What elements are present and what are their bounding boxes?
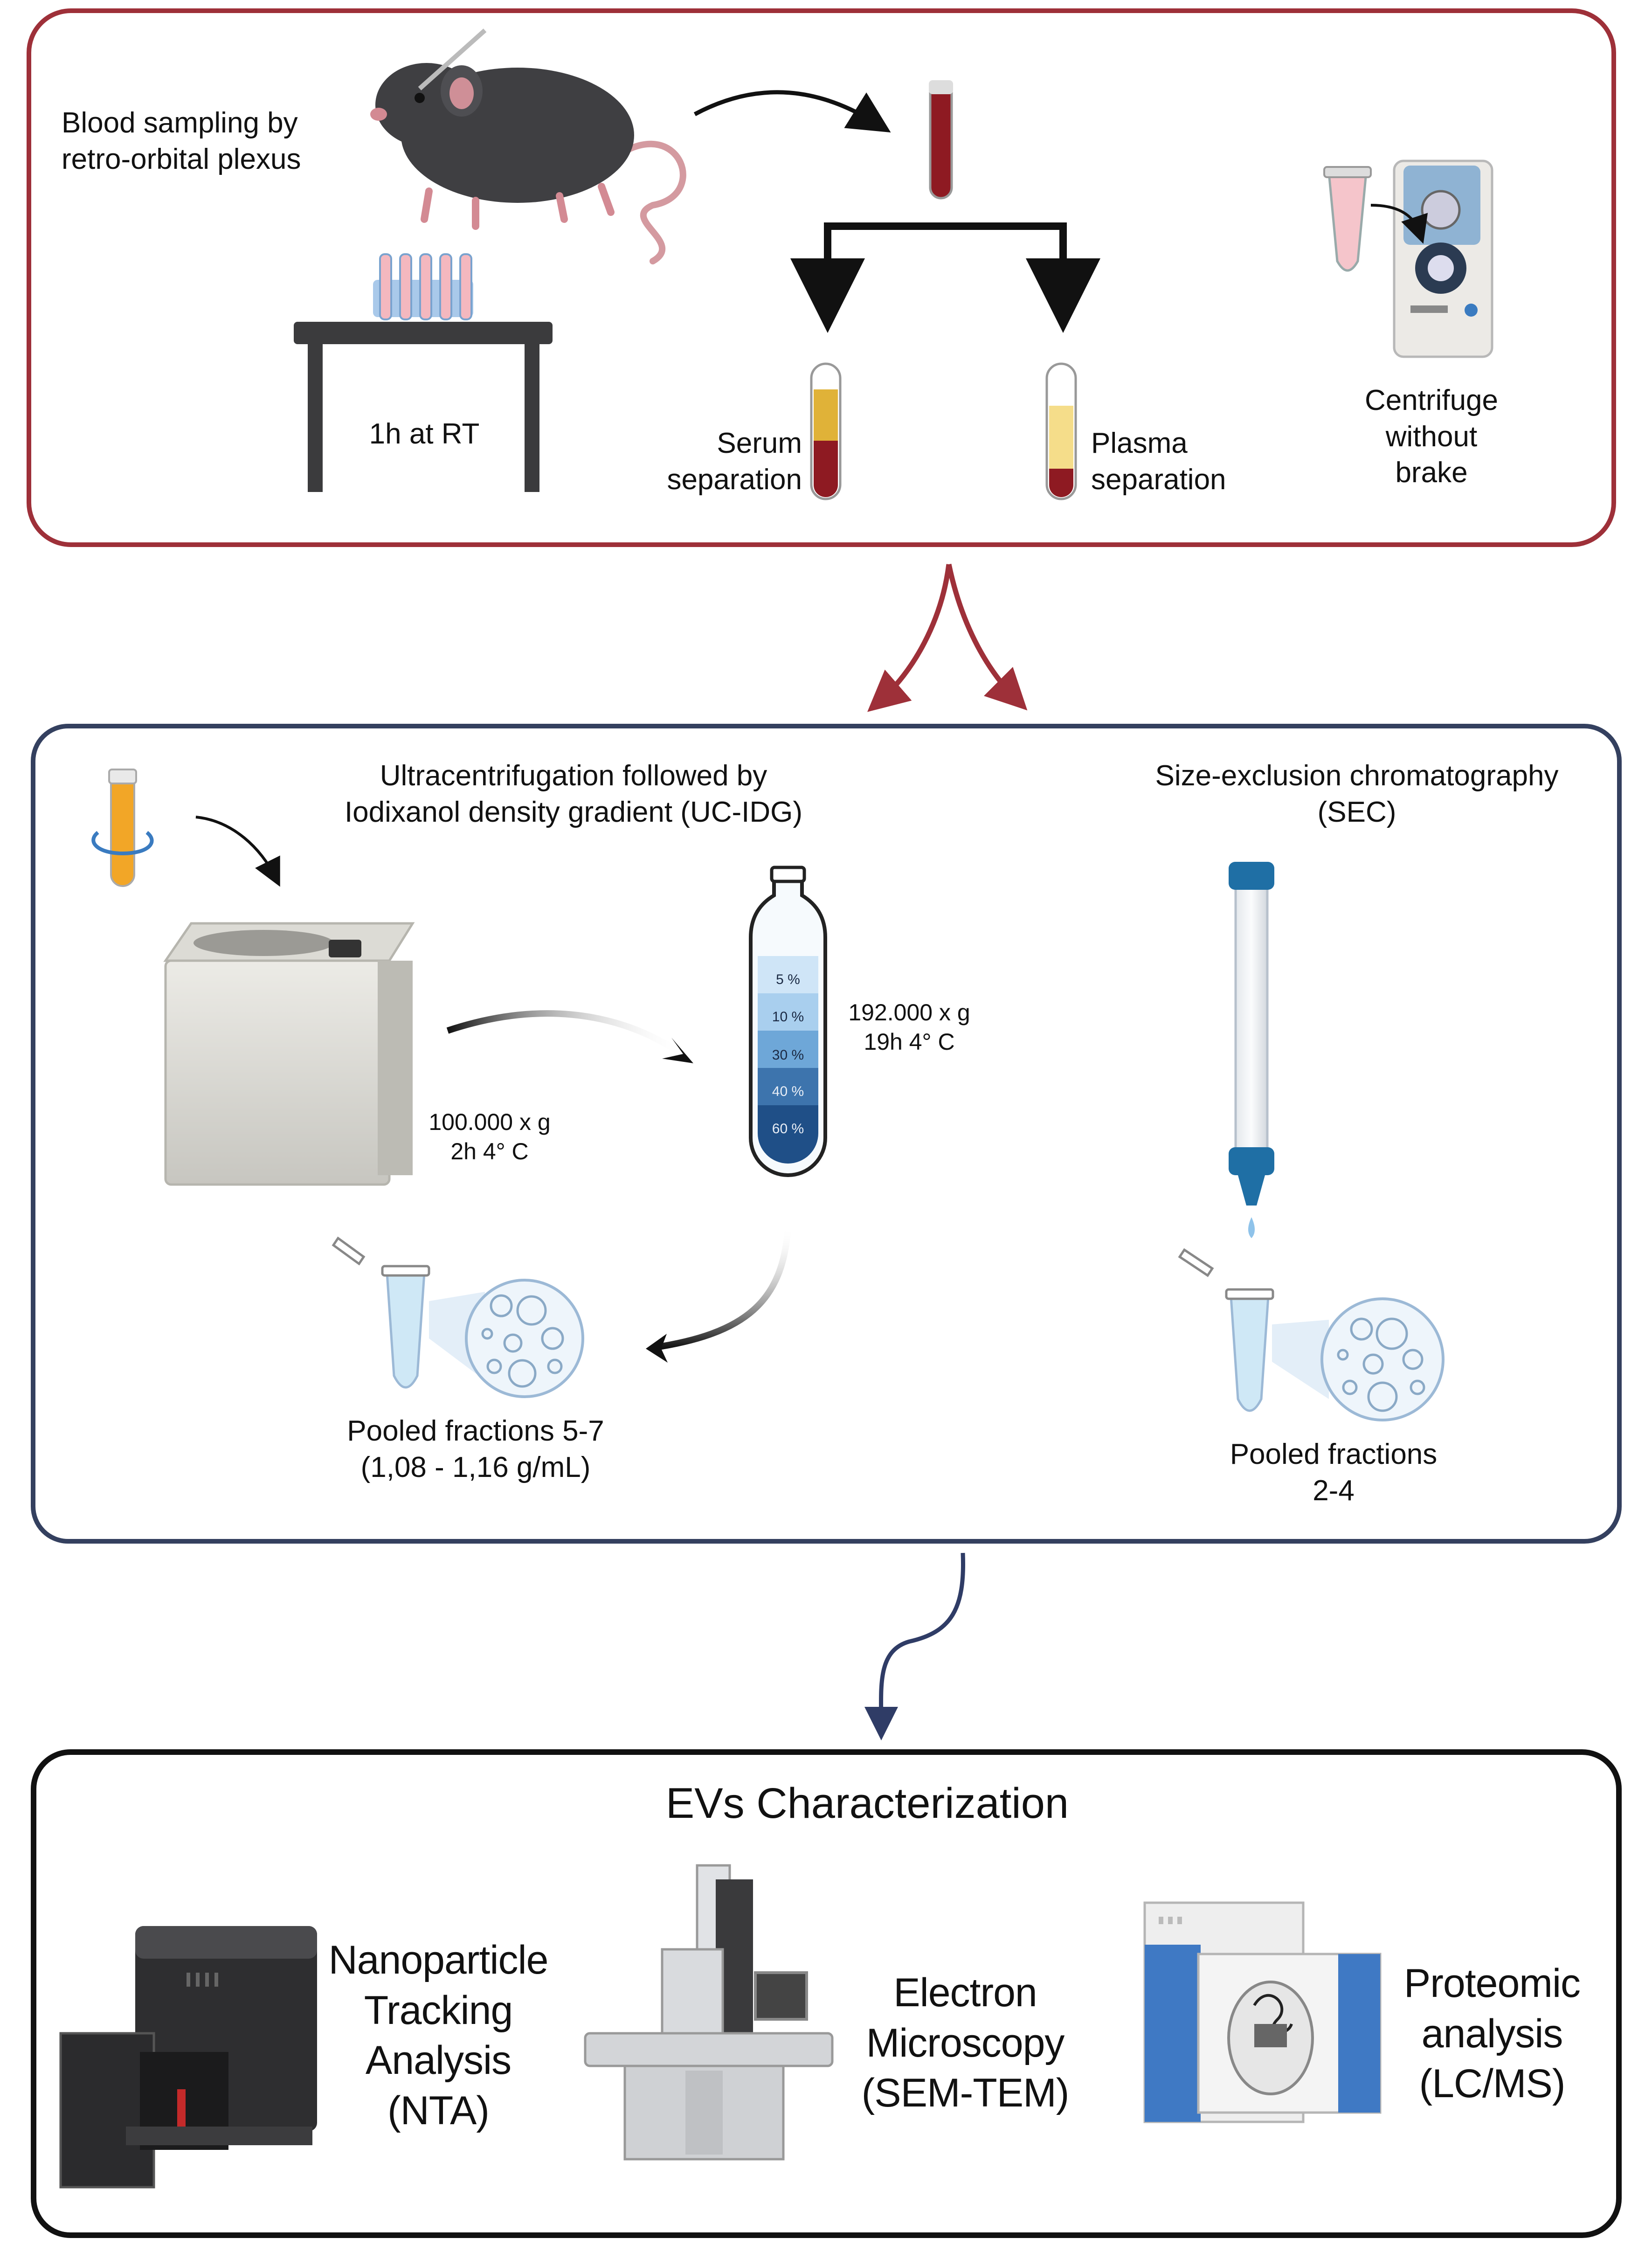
extracellular-vesicles-icon xyxy=(465,1279,584,1398)
sec-column-icon xyxy=(1229,862,1274,1238)
plasma-line-2: separation xyxy=(1091,463,1226,496)
blood-sampling-label: Blood sampling by retro-orbital plexus xyxy=(62,105,301,177)
centrifuge-line-3: brake xyxy=(1395,457,1468,489)
extracellular-vesicles-icon xyxy=(1320,1297,1445,1421)
gradient-layer-5: 5 % xyxy=(776,972,800,987)
blood-sampling-line-1: Blood sampling by xyxy=(62,107,298,139)
nta-line-2: Tracking xyxy=(364,1988,513,2033)
gradient-duration: 19h 4° C xyxy=(864,1028,955,1055)
table-with-tube-rack-icon xyxy=(294,253,553,492)
uc-idg-title-line-2: Iodixanol density gradient (UC-IDG) xyxy=(344,796,803,828)
serum-line-2: separation xyxy=(667,463,802,496)
sec-fraction-tube-icon xyxy=(1178,1248,1274,1412)
nta-instrument-icon xyxy=(59,1926,317,2189)
flow-arrow xyxy=(446,1010,688,1059)
ultracentrifuge-icon xyxy=(163,922,415,1186)
centrifuge-line-1: Centrifuge xyxy=(1364,384,1499,416)
arrow-to-sec xyxy=(946,563,1028,711)
uc-idg-title: Ultracentrifugation followed by Iodixano… xyxy=(242,758,905,830)
nta-line-1: Nanoparticle xyxy=(328,1938,549,1982)
uc-idg-result-line-1: Pooled fractions 5-7 xyxy=(347,1415,604,1447)
em-line-2: Microscopy xyxy=(866,2020,1065,2065)
centrifuge-icon xyxy=(1323,159,1493,358)
gradient-speed: 192.000 x g xyxy=(848,999,970,1026)
branch-connector xyxy=(824,222,1067,266)
flow-arrow xyxy=(195,816,280,887)
electron-microscope-icon xyxy=(584,1864,834,2161)
sec-result-line-2: 2-4 xyxy=(1313,1474,1355,1507)
plasma-separation-label: Plasma separation xyxy=(1091,425,1226,498)
clot-time-label: 1h at RT xyxy=(369,418,480,450)
uc-duration: 2h 4° C xyxy=(450,1138,529,1164)
lc-ms-instrument-icon xyxy=(1143,1901,1382,2123)
density-gradient-tube-icon xyxy=(749,866,827,1177)
centrifuge-line-2: without xyxy=(1385,420,1478,453)
uc-idg-fraction-tube-icon xyxy=(332,1236,430,1389)
uc-idg-result-label: Pooled fractions 5-7 (1,08 - 1,16 g/mL) xyxy=(280,1413,671,1485)
serum-line-1: Serum xyxy=(717,427,802,459)
proteomic-label: Proteomic analysis (LC/MS) xyxy=(1380,1959,1604,2109)
sec-title-line-1: Size-exclusion chromatography xyxy=(1155,760,1559,792)
mouse-icon xyxy=(370,28,686,264)
magnification-cone xyxy=(1272,1320,1329,1399)
blood-tube-icon xyxy=(929,80,953,200)
serum-tube-icon xyxy=(810,362,842,500)
centrifuge-label: Centrifuge without brake xyxy=(1324,382,1539,491)
arrow-to-characterization xyxy=(864,1552,966,1740)
uc-idg-title-line-1: Ultracentrifugation followed by xyxy=(380,760,767,792)
plasma-serum-tube-icon xyxy=(91,769,154,887)
nta-line-4: (NTA) xyxy=(387,2088,490,2133)
gradient-layer-40: 40 % xyxy=(772,1084,804,1099)
proteomic-line-2: analysis xyxy=(1421,2011,1563,2056)
em-line-1: Electron xyxy=(893,1970,1037,2015)
flow-arrow xyxy=(652,1226,791,1351)
uc-speed: 100.000 x g xyxy=(429,1109,551,1135)
uc-idg-result-line-2: (1,08 - 1,16 g/mL) xyxy=(360,1451,591,1483)
em-line-3: (SEM-TEM) xyxy=(861,2071,1070,2115)
plasma-tube-icon xyxy=(1045,362,1077,500)
gradient-layer-10: 10 % xyxy=(772,1009,804,1025)
plasma-line-1: Plasma xyxy=(1091,427,1188,459)
gradient-parameters-label: 192.000 x g 19h 4° C xyxy=(835,998,984,1056)
nta-line-3: Analysis xyxy=(365,2038,511,2083)
nta-label: Nanoparticle Tracking Analysis (NTA) xyxy=(317,1935,560,2136)
flow-arrow xyxy=(693,90,891,133)
sec-result-label: Pooled fractions 2-4 xyxy=(1194,1436,1473,1509)
gradient-layer-30: 30 % xyxy=(772,1047,804,1063)
sec-title: Size-exclusion chromatography (SEC) xyxy=(1100,758,1613,830)
em-label: Electron Microscopy (SEM-TEM) xyxy=(835,1968,1096,2119)
characterization-title: EVs Characterization xyxy=(665,1780,1069,1827)
gradient-layer-60: 60 % xyxy=(772,1121,804,1136)
proteomic-line-1: Proteomic xyxy=(1403,1961,1581,2006)
sec-result-line-1: Pooled fractions xyxy=(1230,1438,1438,1470)
serum-separation-label: Serum separation xyxy=(634,425,802,498)
sec-title-line-2: (SEC) xyxy=(1317,796,1396,828)
proteomic-line-3: (LC/MS) xyxy=(1419,2061,1565,2106)
arrow-to-uc-idg xyxy=(867,564,952,712)
blood-sampling-line-2: retro-orbital plexus xyxy=(62,143,301,175)
uc-parameters-label: 100.000 x g 2h 4° C xyxy=(401,1108,578,1166)
